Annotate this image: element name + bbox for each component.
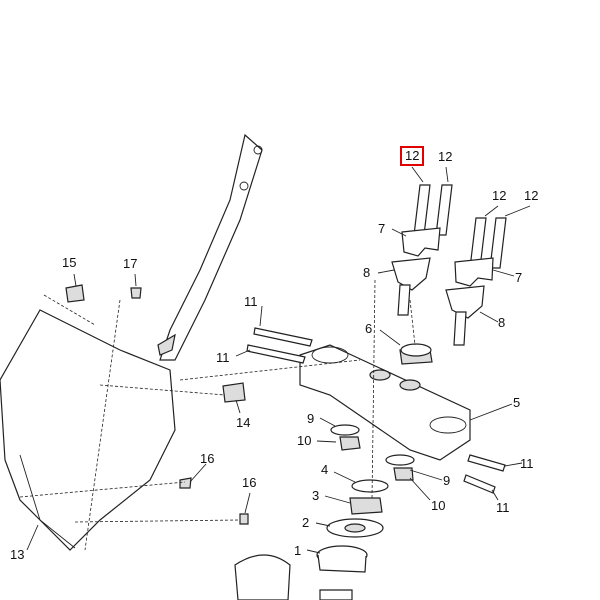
callout-1[interactable]: 1: [294, 543, 302, 558]
callout-7[interactable]: 7: [378, 221, 386, 236]
callout-16[interactable]: 16: [242, 475, 257, 490]
callout-5[interactable]: 5: [513, 395, 521, 410]
callout-10[interactable]: 10: [431, 498, 446, 513]
callout-12[interactable]: 12: [438, 149, 453, 164]
callout-3[interactable]: 3: [312, 488, 320, 503]
upper-clamp-right: [454, 257, 494, 287]
holder-left: [391, 257, 431, 291]
callout-2[interactable]: 2: [302, 515, 310, 530]
handlebar-bolts: [413, 184, 507, 269]
callout-10[interactable]: 10: [297, 433, 312, 448]
callout-12-highlighted[interactable]: 12: [399, 146, 425, 166]
upper-clamp-left: [401, 227, 441, 257]
headlight-stay: [159, 133, 263, 361]
callout-13[interactable]: 13: [10, 547, 25, 562]
number-plate: [0, 309, 176, 551]
callout-12[interactable]: 12: [524, 188, 539, 203]
callout-6[interactable]: 6: [365, 321, 373, 336]
callout-17[interactable]: 17: [123, 256, 138, 271]
callout-8[interactable]: 8: [498, 315, 506, 330]
callout-7[interactable]: 7: [515, 270, 523, 285]
callout-14[interactable]: 14: [236, 415, 251, 430]
callout-11[interactable]: 11: [520, 456, 534, 471]
callout-9[interactable]: 9: [307, 411, 315, 426]
callout-15[interactable]: 15: [62, 255, 77, 270]
callout-16[interactable]: 16: [200, 451, 215, 466]
callout-11[interactable]: 11: [244, 294, 258, 309]
callout-12[interactable]: 12: [492, 188, 507, 203]
callout-11[interactable]: 11: [496, 500, 510, 515]
callout-11[interactable]: 11: [216, 350, 230, 365]
callout-4[interactable]: 4: [321, 462, 329, 477]
callout-8[interactable]: 8: [363, 265, 371, 280]
callout-9[interactable]: 9: [443, 473, 451, 488]
upper-bracket: [299, 344, 471, 461]
holder-right: [445, 285, 485, 319]
